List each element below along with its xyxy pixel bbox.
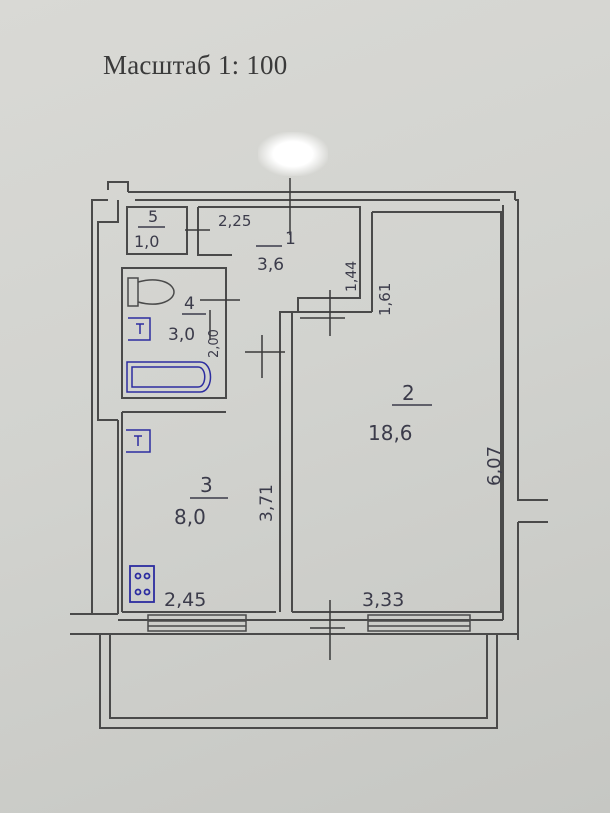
bathtub-icon bbox=[126, 361, 212, 393]
dimension-2-25: 2,25 bbox=[218, 212, 251, 230]
room-2-area: 18,6 bbox=[368, 421, 413, 445]
dimension-1-44: 1,44 bbox=[344, 261, 360, 292]
door-ticks bbox=[185, 178, 345, 660]
interior-walls bbox=[121, 206, 502, 613]
room-5-area: 1,0 bbox=[134, 232, 159, 251]
dimension-2-45: 2,45 bbox=[164, 589, 206, 611]
dimension-2-00: 2,00 bbox=[207, 329, 222, 358]
dimension-3-33: 3,33 bbox=[362, 589, 404, 611]
sink-icon bbox=[128, 317, 151, 341]
paper-glare bbox=[258, 132, 328, 176]
room-1-area: 3,6 bbox=[257, 255, 284, 275]
outer-walls bbox=[70, 181, 548, 640]
room-1-number: 1 bbox=[285, 229, 296, 249]
dimension-6-07: 6,07 bbox=[484, 446, 505, 486]
room-3-number: 3 bbox=[200, 473, 213, 497]
scale-label: Масштаб 1: 100 bbox=[103, 50, 288, 80]
room-2-number: 2 bbox=[402, 381, 415, 405]
windows bbox=[147, 614, 471, 632]
dimension-1-61: 1,61 bbox=[376, 283, 394, 316]
room-4-number: 4 bbox=[184, 294, 195, 314]
room-5-number: 5 bbox=[148, 207, 158, 226]
toilet-icon bbox=[127, 277, 175, 307]
kitchen-sink-icon bbox=[126, 429, 151, 453]
balcony bbox=[99, 634, 498, 729]
stove-icon bbox=[129, 565, 155, 603]
fraction-bars bbox=[138, 226, 432, 499]
room-3-area: 8,0 bbox=[174, 505, 206, 529]
dimension-3-71: 3,71 bbox=[257, 484, 277, 522]
room-4-area: 3,0 bbox=[168, 325, 195, 345]
